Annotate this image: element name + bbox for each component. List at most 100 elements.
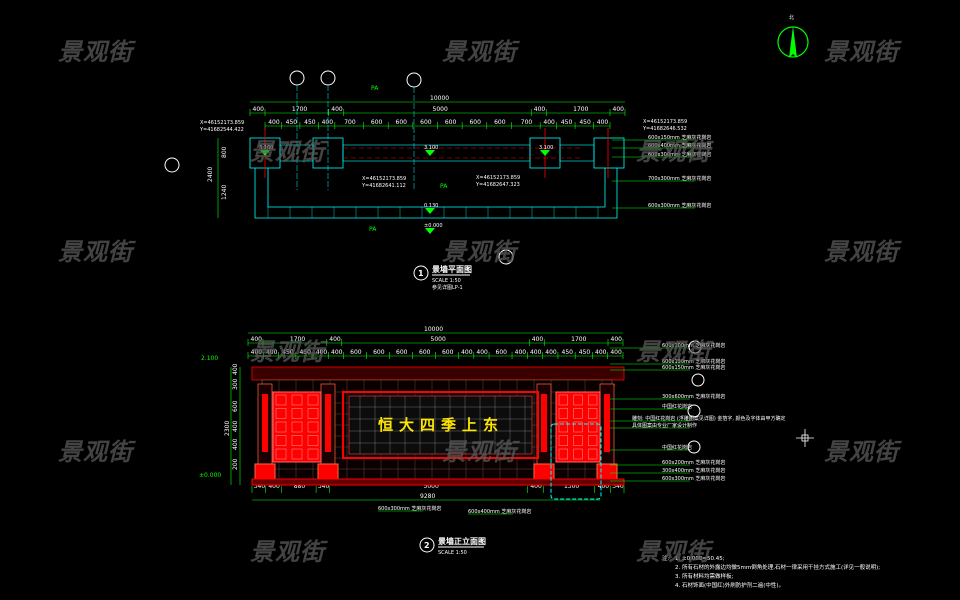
dim-label: 600 <box>396 119 408 126</box>
elevation-mark-icon <box>425 208 435 214</box>
watermark: 景观街 <box>250 338 325 366</box>
dim-label: 5000 <box>433 106 448 113</box>
coordinate-label: Y=41682647.323 <box>475 182 520 188</box>
sign-text: 恒大四季上东 <box>378 416 504 434</box>
material-label: 600x300mm 芝麻灰花岗岩 <box>662 475 725 482</box>
carved-tile <box>275 394 287 406</box>
dim-label: 400 <box>476 349 488 356</box>
note-item: 4. 石材饰面(中国红)外刷防护剂二遍(中性)。 <box>675 581 784 589</box>
carved-tile <box>291 435 303 446</box>
dim-label: 600 <box>469 119 481 126</box>
plan-total-dim: 10000 <box>430 95 449 102</box>
carved-tile <box>307 435 319 446</box>
dim-label: 700 <box>344 119 356 126</box>
dim-label: 400 <box>543 119 555 126</box>
dim-label: 300 <box>232 378 239 390</box>
dim-label: 450 <box>579 119 591 126</box>
watermark: 景观街 <box>58 438 133 466</box>
side-dim: 1240 <box>221 185 228 200</box>
dim-label: 400 <box>597 119 609 126</box>
coordinate-label: X=46152173.859 <box>476 175 520 181</box>
dim-label: 400 <box>534 106 546 113</box>
dim-label: 450 <box>579 349 591 356</box>
elevation-mark: ±0.000 <box>199 472 221 479</box>
material-label: 300x600mm 芝麻灰花岗岩 <box>662 393 725 400</box>
dim-label: 400 <box>461 349 473 356</box>
notes-heading: 注: <box>662 554 670 562</box>
carved-tile <box>558 394 568 406</box>
carved-tile <box>588 435 598 446</box>
watermark: 景观街 <box>442 238 517 266</box>
material-label: 600x100mm 芝麻灰花岗岩 <box>662 342 725 349</box>
carved-tile <box>588 421 598 433</box>
carved-tile <box>558 435 568 446</box>
column-inlay <box>325 394 331 452</box>
carved-panel-right <box>555 391 601 463</box>
material-label: 600x400mm 芝麻灰花岗岩 <box>648 142 711 149</box>
carved-tile <box>291 448 303 460</box>
dim-label: 200 <box>232 458 239 470</box>
dim-label: 400 <box>251 349 263 356</box>
coordinate-label: Y=41682646.532 <box>642 126 687 132</box>
material-label: 具体图案由专业厂家设计制作 <box>632 422 697 429</box>
column-inlay <box>262 394 268 452</box>
carved-tile <box>275 408 287 419</box>
dim-label: 400 <box>232 438 239 450</box>
elevation-value: 0.130 <box>424 203 438 209</box>
watermark: 景观街 <box>824 438 899 466</box>
elevation-value: 3.100 <box>539 145 553 151</box>
watermark: 景观街 <box>58 38 133 66</box>
watermark: 景观街 <box>636 138 711 166</box>
carved-tile <box>573 408 583 419</box>
dim-label: 600 <box>445 119 457 126</box>
pa-label: PA <box>440 183 448 190</box>
dim-label: 400 <box>316 349 328 356</box>
elev-number: 2 <box>424 541 430 550</box>
column-base <box>254 463 276 480</box>
material-label: 600x300mm 芝麻灰花岗岩 <box>378 505 441 512</box>
dim-label: 400 <box>610 349 622 356</box>
material-label: 600x200mm 芝麻灰花岗岩 <box>662 459 725 466</box>
carved-tile <box>558 421 568 433</box>
dim-label: 1700 <box>573 106 588 113</box>
carved-tile <box>588 408 598 419</box>
coordinate-label: Y=41682641.112 <box>361 183 406 189</box>
dim-label: 400 <box>232 363 239 375</box>
coordinate-label: X=46152173.859 <box>362 176 406 182</box>
notes: 注: 1. ±0.000=50.45; 2. 所有石材的外露边均做5mm倒角处理… <box>662 554 880 589</box>
carved-tile <box>307 448 319 460</box>
elev-scale: SCALE 1:50 <box>438 550 467 556</box>
dim-label: 5000 <box>424 483 439 490</box>
dim-label: 400 <box>532 336 544 343</box>
coordinate-label: X=46152173.859 <box>200 120 244 126</box>
side-dim: 800 <box>221 146 228 158</box>
carved-tile <box>307 408 319 419</box>
dim-label: 600 <box>496 349 508 356</box>
material-label: 600x300mm 芝麻灰花岗岩 <box>648 202 711 209</box>
dim-label: 400 <box>613 106 625 113</box>
plan-scale: SCALE 1:50 <box>432 278 461 284</box>
detail-marker-icon <box>688 340 702 354</box>
material-label: 600x150mm 芝麻灰花岗岩 <box>662 364 725 371</box>
note-item: 3. 所有材料均需做样板; <box>675 572 733 580</box>
elev-height-total: 2300 <box>224 421 231 436</box>
elevation-value: 3.100 <box>259 145 273 151</box>
dim-label: 9280 <box>420 493 435 500</box>
coordinate-label: Y=41682544.422 <box>199 127 244 133</box>
dim-label: 400 <box>268 119 280 126</box>
dim-label: 880 <box>294 483 306 490</box>
watermark: 景观街 <box>442 438 517 466</box>
dim-label: 400 <box>530 483 542 490</box>
watermark: 景观街 <box>636 538 711 566</box>
column-inlay <box>541 394 547 452</box>
dim-label: 400 <box>329 336 341 343</box>
elev-total-dim: 10000 <box>424 326 443 333</box>
pa-label: PA <box>371 85 379 92</box>
dim-label: 600 <box>396 349 408 356</box>
carved-tile <box>291 421 303 433</box>
plan-title: 景墙平面图 <box>432 264 472 274</box>
dim-label: 340 <box>254 483 266 490</box>
plan-ref: 参见详图LP-1 <box>432 284 463 291</box>
dim-label: 600 <box>371 119 383 126</box>
